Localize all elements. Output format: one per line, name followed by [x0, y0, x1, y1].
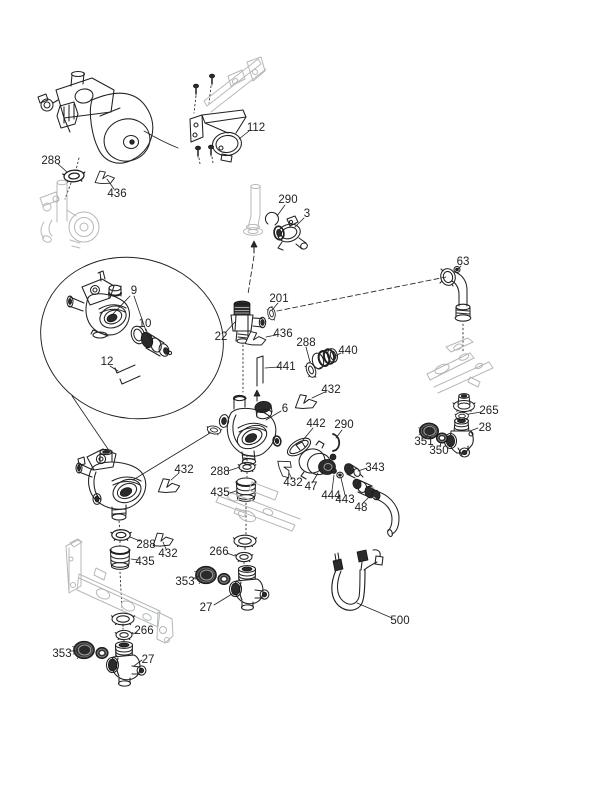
part-label-353: 353: [52, 648, 71, 660]
part-label-343: 343: [365, 462, 384, 474]
part-label-351: 351: [414, 436, 433, 448]
pump-washer-288: [61, 157, 116, 200]
gas-valve-3: [273, 215, 308, 251]
screw-icon: [207, 144, 215, 157]
cartridge-48-with-hose: [352, 478, 400, 537]
flow-arrow-icon: [253, 389, 261, 397]
valve-27-bl: [105, 641, 147, 687]
part-label-432: 432: [158, 548, 177, 560]
part-label-266: 266: [134, 625, 153, 637]
ghost-chassis-center: [215, 481, 301, 532]
part-label-63: 63: [457, 256, 470, 268]
part-label-266: 266: [209, 546, 228, 558]
clip-432c-icon: [155, 475, 182, 496]
part-label-288: 288: [136, 539, 155, 551]
valve-group-6: [132, 389, 282, 481]
part-label-27: 27: [200, 602, 213, 614]
detail-ellipse: [40, 256, 224, 453]
air-vent-valve-22: [230, 276, 447, 393]
fitting-440: [311, 348, 338, 370]
part-label-443: 443: [335, 494, 354, 506]
alignment-line: [276, 276, 447, 312]
pin-441: [256, 355, 264, 387]
part-label-10: 10: [139, 318, 152, 330]
part-label-288: 288: [41, 155, 60, 167]
leader-lines: [57, 130, 482, 667]
ghost-panel-right: [426, 337, 494, 394]
flange-washer-265: [452, 393, 476, 421]
part-label-441: 441: [276, 361, 295, 373]
clip-290-top: [264, 211, 279, 226]
pipe-63: [439, 265, 472, 353]
cartridge-10: [130, 325, 173, 357]
part-label-436: 436: [273, 328, 292, 340]
screw-444-icon: [331, 468, 337, 474]
part-label-9: 9: [131, 285, 137, 297]
valve-28: [443, 417, 474, 458]
ghost-valve-topleft: [39, 179, 100, 249]
part-label-6: 6: [282, 403, 288, 415]
clip-436-icon: [93, 168, 116, 186]
part-label-265: 265: [479, 405, 498, 417]
part-label-435: 435: [135, 556, 154, 568]
part-label-28: 28: [479, 422, 492, 434]
fitting-435-left: [109, 545, 131, 571]
diverter-motor-47: [295, 440, 337, 480]
clip-290b: [332, 433, 341, 452]
washer-288-mid: [303, 360, 319, 380]
part-label-500: 500: [390, 615, 409, 627]
alignment-line: [132, 432, 211, 481]
sensor-343: [344, 463, 364, 479]
washer-443: [336, 471, 344, 479]
insert-bl: [95, 646, 109, 660]
part-label-432: 432: [174, 464, 193, 476]
part-label-201: 201: [269, 293, 288, 305]
part-label-288: 288: [210, 466, 229, 478]
part-label-12: 12: [101, 356, 114, 368]
part-label-440: 440: [338, 345, 357, 357]
ghost-chassis-top: [203, 56, 267, 113]
washer-201: [266, 305, 277, 322]
part-label-435: 435: [210, 487, 229, 499]
ghost-pipe-290: [243, 184, 263, 295]
part-label-444: 444: [321, 490, 341, 502]
part-label-288: 288: [296, 337, 315, 349]
pump-assembly: [37, 70, 154, 164]
ghost-bracket-left: [65, 538, 174, 644]
part-label-432: 432: [321, 384, 340, 396]
insert-center: [217, 572, 231, 586]
part-label-27: 27: [142, 654, 155, 666]
flow-arrow-icon: [250, 240, 258, 248]
part-label-22: 22: [215, 331, 228, 343]
valve-27-center: [228, 565, 270, 611]
part-label-350: 350: [429, 445, 448, 457]
left-valve-assembly: [75, 448, 147, 521]
labels-layer: 288 436 112 290 3 63 9 10 12 22 201 436 288 440 441 432…: [41, 122, 498, 666]
screw-icon: [208, 73, 216, 86]
insert-350: [435, 432, 449, 444]
part-label-112: 112: [247, 122, 265, 134]
center-bottom-chain: [194, 477, 301, 611]
part-label-47: 47: [305, 481, 318, 493]
clip-432a-icon: [292, 391, 319, 412]
screw-icon: [192, 83, 200, 96]
part-label-353: 353: [175, 576, 194, 588]
part-label-442: 442: [306, 418, 325, 430]
washer-288-left: [110, 529, 132, 541]
cable-500: [331, 549, 384, 611]
pins-12: [114, 364, 141, 385]
part-label-48: 48: [355, 502, 368, 514]
cap-353-bl: [72, 640, 96, 660]
part-label-436: 436: [107, 188, 126, 200]
bracket-112: [143, 73, 247, 165]
part-label-290: 290: [278, 194, 297, 206]
cap-353-center: [194, 565, 218, 585]
screw-icon: [194, 145, 202, 158]
part-label-290: 290: [334, 419, 353, 431]
part-label-3: 3: [304, 208, 310, 220]
gasket-442: [286, 437, 312, 457]
part-label-432: 432: [283, 477, 302, 489]
left-chain: [109, 475, 182, 647]
